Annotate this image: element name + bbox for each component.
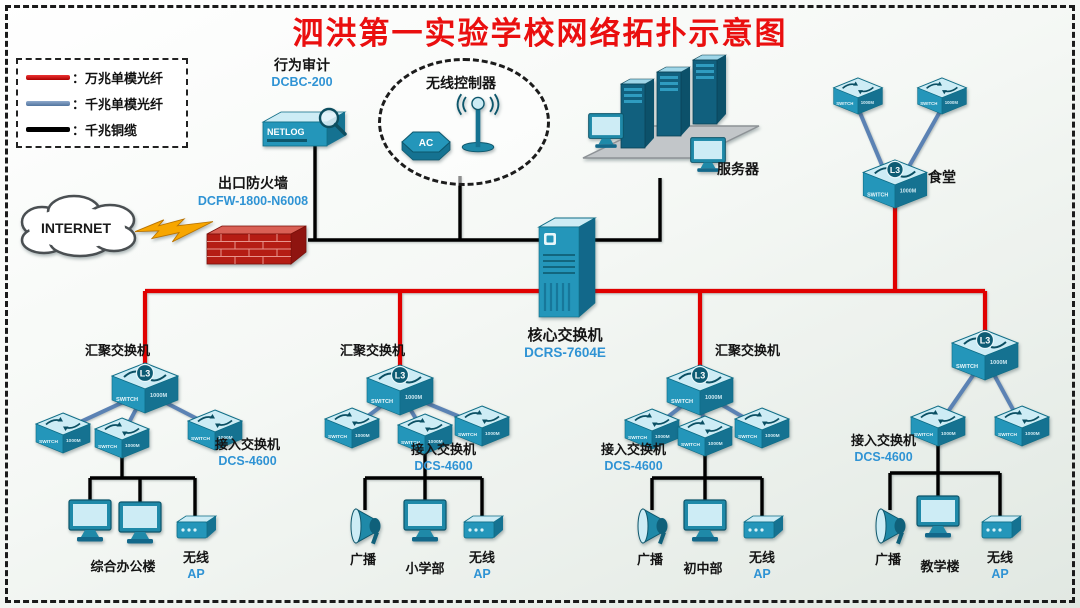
pc-icon bbox=[913, 494, 963, 540]
server-tower-icon bbox=[620, 78, 655, 149]
broadcast-speaker-icon bbox=[346, 507, 384, 547]
server-tower-icon bbox=[692, 54, 727, 125]
wireless-ap-icon bbox=[460, 514, 504, 544]
endpoint-label-wifi-4: 无线 bbox=[986, 550, 1013, 565]
endpoint-label-office: 综合办公楼 bbox=[90, 559, 156, 574]
access-switch bbox=[677, 415, 733, 457]
wireless-ap-icon bbox=[740, 514, 784, 544]
core-model-label: DCRS-7604E bbox=[524, 345, 606, 360]
endpoint-label-wifi-1: 无线 bbox=[182, 550, 209, 565]
endpoint-label-broadcast-4: 广播 bbox=[874, 552, 901, 567]
endpoint-label-broadcast-2: 广播 bbox=[349, 552, 376, 567]
access-switch bbox=[324, 407, 380, 449]
legend-label-1g: ：千兆单模光纤 bbox=[72, 96, 164, 112]
aggregation-label-1: 汇聚交换机 bbox=[84, 343, 150, 358]
access-switch bbox=[994, 405, 1050, 447]
access-switch bbox=[734, 407, 790, 449]
legend-item-1g: ：千兆单模光纤 bbox=[26, 94, 178, 113]
legend: ：万兆单模光纤 ：千兆单模光纤 ：千兆铜缆 bbox=[16, 58, 188, 148]
legend-line-1g-icon bbox=[26, 100, 70, 106]
endpoint-label-primary: 小学部 bbox=[405, 561, 445, 576]
endpoint-label-wifi-3: 无线 bbox=[748, 550, 775, 565]
access-label-2: 接入交换机 bbox=[410, 442, 476, 457]
wireless-ap-icon bbox=[173, 514, 217, 544]
aggregation-switch-4 bbox=[951, 328, 1019, 382]
legend-label-copper: ：千兆铜缆 bbox=[72, 122, 138, 138]
access-switch bbox=[35, 412, 91, 454]
aggregation-switch-1 bbox=[111, 361, 179, 415]
server-group bbox=[582, 54, 760, 173]
endpoint-label-ap-2: AP bbox=[473, 567, 491, 581]
access-label-4: 接入交换机 bbox=[850, 433, 916, 448]
legend-item-copper: ：千兆铜缆 bbox=[26, 120, 178, 139]
aggregation-label-3: 汇聚交换机 bbox=[714, 343, 780, 358]
access-model-2: DCS-4600 bbox=[414, 459, 473, 473]
endpoint-label-wifi-2: 无线 bbox=[468, 550, 495, 565]
internet-cloud bbox=[12, 190, 144, 262]
endpoint-label-junior: 初中部 bbox=[683, 561, 723, 576]
audit-device bbox=[257, 106, 349, 156]
pc-icon bbox=[115, 500, 165, 546]
canteen-label: 食堂 bbox=[928, 169, 956, 185]
page-title: 泗洪第一实验学校网络拓扑示意图 bbox=[292, 16, 788, 51]
endpoint-label-ap-3: AP bbox=[753, 567, 771, 581]
broadcast-speaker-icon bbox=[871, 507, 909, 547]
antenna-icon bbox=[452, 92, 504, 154]
legend-line-10g-icon bbox=[26, 74, 70, 80]
endpoint-label-ap-4: AP bbox=[991, 567, 1009, 581]
core-switch-device bbox=[533, 213, 597, 325]
core-title-label: 核心交换机 bbox=[527, 327, 603, 344]
pc-icon bbox=[400, 498, 450, 544]
firewall-model-label: DCFW-1800-N6008 bbox=[197, 194, 309, 208]
access-label-3: 接入交换机 bbox=[600, 442, 666, 457]
endpoint-label-ap-1: AP bbox=[187, 567, 205, 581]
legend-item-10g: ：万兆单模光纤 bbox=[26, 68, 178, 87]
wireless-controller-zone bbox=[378, 58, 550, 186]
access-model-4: DCS-4600 bbox=[854, 450, 913, 464]
server-tower-icon bbox=[656, 66, 691, 137]
endpoint-label-teaching: 教学楼 bbox=[920, 559, 960, 574]
access-switch bbox=[94, 417, 150, 459]
canteen-access-switch bbox=[832, 77, 884, 115]
legend-line-copper-icon bbox=[26, 126, 70, 132]
audit-title-label: 行为审计 bbox=[274, 57, 330, 73]
wireless-controller-label: 无线控制器 bbox=[426, 75, 496, 91]
access-switch bbox=[454, 405, 510, 447]
canteen-access-switch bbox=[916, 77, 968, 115]
pc-icon bbox=[680, 498, 730, 544]
endpoint-label-broadcast-3: 广播 bbox=[636, 552, 663, 567]
access-model-3: DCS-4600 bbox=[604, 459, 663, 473]
aggregation-label-2: 汇聚交换机 bbox=[339, 343, 405, 358]
firewall-title-label: 出口防火墙 bbox=[218, 175, 288, 191]
wireless-ap-icon bbox=[978, 514, 1022, 544]
legend-label-10g: ：万兆单模光纤 bbox=[72, 70, 164, 86]
ac-controller-device bbox=[400, 126, 452, 166]
firewall-device bbox=[203, 224, 307, 266]
audit-model-label: DCBC-200 bbox=[271, 75, 333, 89]
broadcast-speaker-icon bbox=[633, 507, 671, 547]
copper-lines bbox=[88, 146, 1002, 516]
access-model-1: DCS-4600 bbox=[218, 454, 277, 468]
pc-icon bbox=[65, 498, 115, 544]
access-label-1: 接入交换机 bbox=[214, 437, 280, 452]
servers-label: 服务器 bbox=[717, 161, 759, 177]
